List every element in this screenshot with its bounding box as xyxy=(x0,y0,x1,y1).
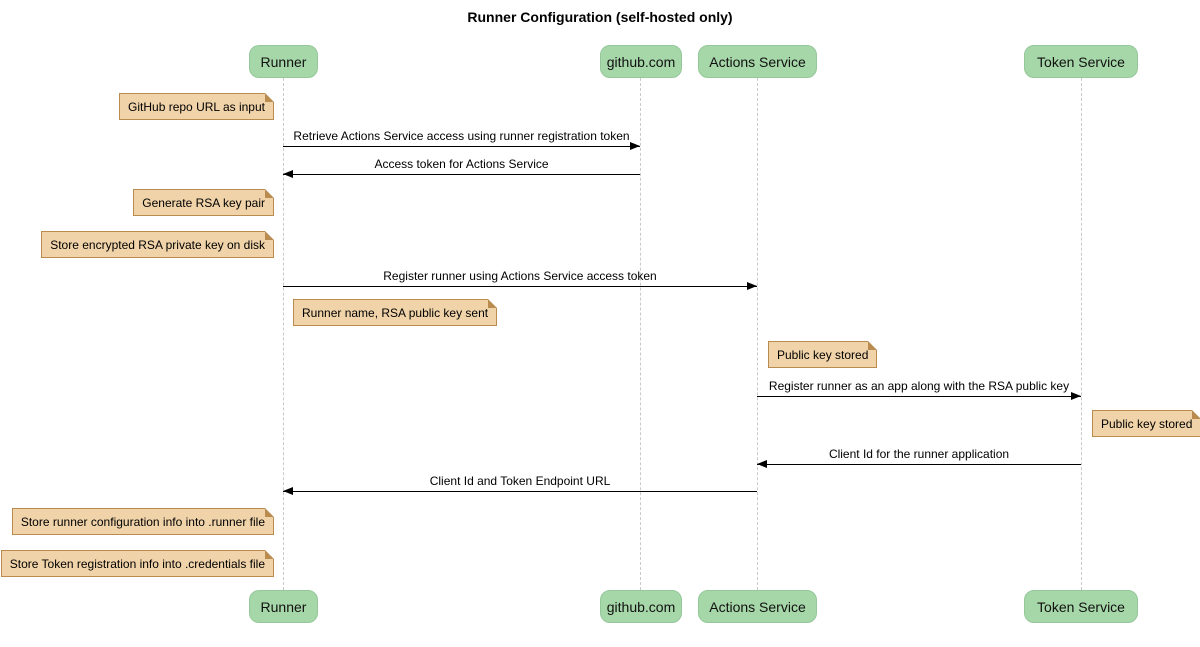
message-label: Client Id for the runner application xyxy=(828,447,1010,461)
participant-github-top: github.com xyxy=(600,45,682,78)
note-github-repo-url: GitHub repo URL as input xyxy=(119,93,274,120)
arrow-left-icon xyxy=(283,487,757,495)
message-label: Register runner using Actions Service ac… xyxy=(383,269,657,283)
message-label: Client Id and Token Endpoint URL xyxy=(429,474,611,488)
participant-runner-top: Runner xyxy=(249,45,318,78)
note-store-runner-file: Store runner configuration info into .ru… xyxy=(11,508,275,535)
participant-github-bottom: github.com xyxy=(600,590,682,623)
participant-token-service-bottom: Token Service xyxy=(1024,590,1138,623)
participant-runner-bottom: Runner xyxy=(249,590,318,623)
message-register-runner-app: Register runner as an app along with the… xyxy=(757,379,1081,400)
note-generate-rsa: Generate RSA key pair xyxy=(133,189,274,216)
note-runner-name-sent: Runner name, RSA public key sent xyxy=(293,299,498,326)
message-access-token: Access token for Actions Service xyxy=(283,157,640,178)
message-label: Retrieve Actions Service access using ru… xyxy=(293,129,630,143)
arrow-right-icon xyxy=(757,392,1081,400)
arrow-right-icon xyxy=(283,142,640,150)
message-retrieve-actions-access: Retrieve Actions Service access using ru… xyxy=(283,129,640,150)
participant-actions-service-bottom: Actions Service xyxy=(698,590,817,623)
arrow-left-icon xyxy=(283,170,640,178)
lifeline-actions-service xyxy=(757,78,758,590)
note-public-key-stored-actions: Public key stored xyxy=(768,341,878,368)
note-public-key-stored-token: Public key stored xyxy=(1092,410,1200,437)
note-store-private-key: Store encrypted RSA private key on disk xyxy=(41,231,274,258)
arrow-right-icon xyxy=(283,282,757,290)
message-register-runner: Register runner using Actions Service ac… xyxy=(283,269,757,290)
message-client-id-runner-app: Client Id for the runner application xyxy=(757,447,1081,468)
lifeline-token-service xyxy=(1081,78,1082,590)
arrow-left-icon xyxy=(757,460,1081,468)
lifeline-runner xyxy=(283,78,284,590)
lifeline-github xyxy=(640,78,641,590)
message-label: Access token for Actions Service xyxy=(374,157,549,171)
message-label: Register runner as an app along with the… xyxy=(768,379,1070,393)
diagram-title: Runner Configuration (self-hosted only) xyxy=(467,9,733,25)
participant-token-service-top: Token Service xyxy=(1024,45,1138,78)
note-store-credentials-file: Store Token registration info into .cred… xyxy=(0,550,275,577)
message-client-id-endpoint: Client Id and Token Endpoint URL xyxy=(283,474,757,495)
participant-actions-service-top: Actions Service xyxy=(698,45,817,78)
